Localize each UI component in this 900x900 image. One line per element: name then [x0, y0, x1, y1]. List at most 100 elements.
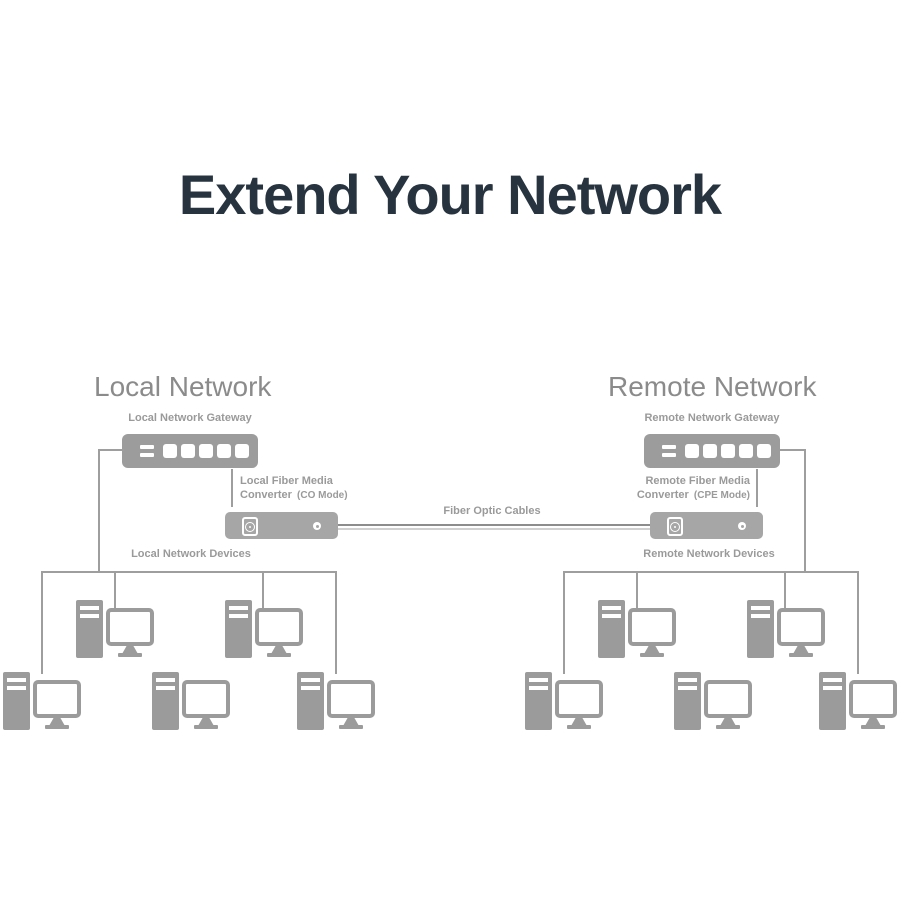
- connector-line: [98, 449, 124, 451]
- computer-icon: [152, 672, 230, 732]
- computer-icon: [525, 672, 603, 732]
- local-converter-mode: (CO Mode): [297, 490, 348, 501]
- computer-monitor: [555, 680, 603, 718]
- computer-tower: [76, 600, 103, 658]
- local-gateway-device: [122, 434, 258, 468]
- remote-network-heading: Remote Network: [608, 371, 817, 402]
- monitor-stand: [49, 717, 65, 726]
- power-led-icon: [313, 522, 321, 530]
- local-network-heading: Local Network: [94, 371, 272, 402]
- computer-monitor: [628, 608, 676, 646]
- computer-icon: [225, 600, 303, 660]
- computer-monitor: [106, 608, 154, 646]
- monitor-stand: [644, 645, 660, 654]
- monitor-base: [640, 653, 664, 657]
- fiber-optic-cable-line: [338, 528, 650, 530]
- monitor-base: [339, 725, 363, 729]
- computer-monitor: [182, 680, 230, 718]
- fiber-optic-cable-line: [338, 524, 650, 526]
- local-converter-label-line2: Converter: [240, 489, 292, 501]
- computer-tower: [674, 672, 701, 730]
- ethernet-port-icon: [684, 444, 699, 458]
- monitor-base: [118, 653, 142, 657]
- computer-icon: [819, 672, 897, 732]
- ethernet-port-icon: [738, 444, 753, 458]
- computer-tower: [297, 672, 324, 730]
- monitor-base: [267, 653, 291, 657]
- computer-monitor: [704, 680, 752, 718]
- remote-converter-mode: (CPE Mode): [693, 490, 750, 501]
- computer-monitor: [327, 680, 375, 718]
- monitor-base: [861, 725, 885, 729]
- page-title: Extend Your Network: [178, 163, 722, 226]
- monitor-base: [789, 653, 813, 657]
- computer-icon: [747, 600, 825, 660]
- monitor-stand: [865, 717, 881, 726]
- local-converter-label: Local Fiber Media Converter (CO Mode): [240, 474, 348, 503]
- computer-monitor: [33, 680, 81, 718]
- connector-line: [114, 571, 116, 609]
- remote-gateway-label: Remote Network Gateway: [644, 412, 780, 424]
- monitor-stand: [343, 717, 359, 726]
- fiber-port-icon: [242, 517, 258, 536]
- local-gateway-label: Local Network Gateway: [128, 412, 252, 424]
- monitor-base: [716, 725, 740, 729]
- computer-tower: [225, 600, 252, 658]
- computer-icon: [598, 600, 676, 660]
- connector-line: [335, 571, 337, 674]
- computer-tower: [819, 672, 846, 730]
- ethernet-port-icon: [216, 444, 231, 458]
- local-devices-label: Local Network Devices: [131, 548, 251, 560]
- connector-line: [262, 571, 264, 609]
- monitor-stand: [720, 717, 736, 726]
- ethernet-port-icon: [756, 444, 771, 458]
- remote-gateway-device: [644, 434, 780, 468]
- monitor-stand: [793, 645, 809, 654]
- remote-converter-device: [650, 512, 763, 539]
- ethernet-port-icon: [162, 444, 177, 458]
- computer-tower: [3, 672, 30, 730]
- computer-icon: [3, 672, 81, 732]
- ethernet-stack-icon: [139, 445, 154, 457]
- computer-icon: [297, 672, 375, 732]
- devices-bus-line: [563, 571, 859, 573]
- ethernet-port-icon: [198, 444, 213, 458]
- connector-line: [563, 571, 565, 674]
- connector-line: [784, 571, 786, 609]
- computer-monitor: [777, 608, 825, 646]
- local-converter-device: [225, 512, 338, 539]
- connector-line: [41, 571, 43, 674]
- power-led-icon: [738, 522, 746, 530]
- computer-tower: [598, 600, 625, 658]
- computer-icon: [76, 600, 154, 660]
- ethernet-port-icon: [720, 444, 735, 458]
- ethernet-port-icon: [234, 444, 249, 458]
- ethernet-stack-icon: [661, 445, 676, 457]
- connector-line: [780, 449, 806, 451]
- local-converter-label-line1: Local Fiber Media: [240, 475, 333, 487]
- monitor-stand: [198, 717, 214, 726]
- connector-line: [231, 469, 233, 507]
- ethernet-port-icon: [180, 444, 195, 458]
- fiber-port-icon: [667, 517, 683, 536]
- connector-line: [804, 449, 806, 573]
- monitor-base: [45, 725, 69, 729]
- monitor-stand: [271, 645, 287, 654]
- computer-icon: [674, 672, 752, 732]
- connector-line: [857, 571, 859, 674]
- ethernet-port-icon: [702, 444, 717, 458]
- monitor-stand: [571, 717, 587, 726]
- connector-line: [98, 449, 100, 573]
- remote-devices-label: Remote Network Devices: [643, 548, 775, 560]
- connector-line: [636, 571, 638, 609]
- computer-tower: [747, 600, 774, 658]
- remote-converter-label-line1: Remote Fiber Media: [645, 475, 750, 487]
- remote-converter-label-line2: Converter: [636, 489, 689, 501]
- monitor-base: [194, 725, 218, 729]
- computer-tower: [152, 672, 179, 730]
- monitor-base: [567, 725, 591, 729]
- computer-monitor: [849, 680, 897, 718]
- monitor-stand: [122, 645, 138, 654]
- fiber-cables-label: Fiber Optic Cables: [443, 505, 541, 517]
